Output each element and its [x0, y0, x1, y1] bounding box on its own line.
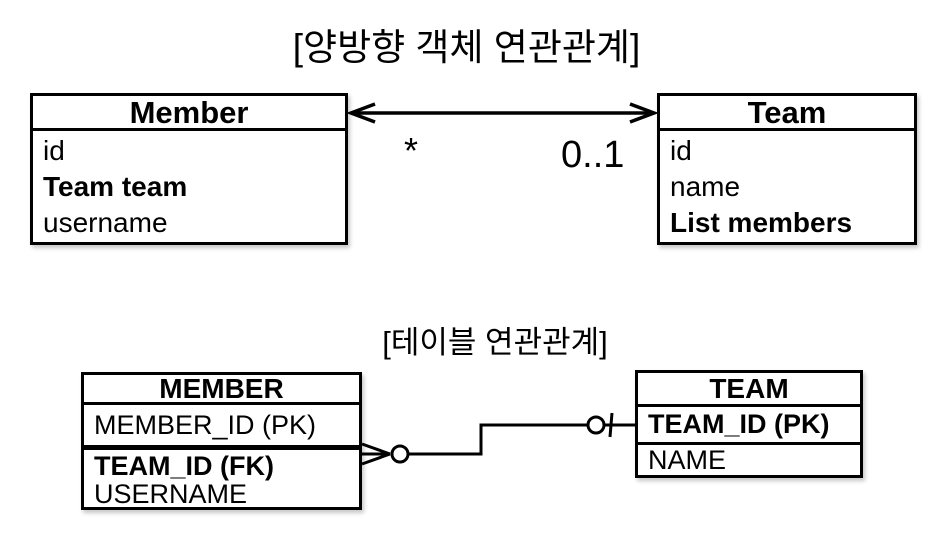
team-table-name: TEAM: [638, 373, 860, 407]
member-columns: TEAM_ID (FK) USERNAME: [84, 450, 359, 508]
member-pk-column: MEMBER_ID (PK): [84, 405, 359, 450]
zero-circle-icon: [586, 415, 606, 435]
connector-line: [408, 423, 588, 456]
team-table-box: TEAM TEAM_ID (PK) NAME: [635, 370, 863, 478]
team-class-name: Team: [660, 96, 914, 131]
member-table-name: MEMBER: [84, 375, 359, 405]
team-pk-column: TEAM_ID (PK): [638, 407, 860, 445]
member-class-box: Member id Team team username: [30, 93, 348, 245]
class-field-name: name: [670, 171, 741, 202]
zero-circle-icon: [390, 444, 410, 464]
member-class-fields: id Team team username: [33, 131, 345, 241]
fk-relationship-connector: [361, 412, 637, 466]
crow-foot-many-icon: [361, 442, 391, 466]
class-field-members-ref: List members: [670, 207, 853, 238]
team-class-fields: id name List members: [660, 131, 914, 241]
arrowhead-right-icon: [629, 102, 659, 124]
team-class-box: Team id name List members: [657, 93, 917, 245]
class-field-id: id: [670, 135, 692, 166]
class-field-username: username: [43, 207, 168, 238]
team-name-column: NAME: [648, 445, 727, 475]
member-fk-column: TEAM_ID (FK): [94, 451, 274, 481]
one-bar-icon: [608, 412, 614, 438]
member-class-name: Member: [33, 96, 345, 131]
class-field-team-ref: Team team: [43, 171, 188, 202]
member-table-box: MEMBER MEMBER_ID (PK) TEAM_ID (FK) USERN…: [81, 372, 362, 510]
member-username-column: USERNAME: [94, 479, 248, 509]
arrowhead-left-icon: [346, 102, 376, 124]
multiplicity-many-label: *: [404, 130, 419, 171]
class-field-id: id: [43, 135, 65, 166]
multiplicity-zero-or-one-label: 0..1: [561, 134, 625, 176]
table-diagram-title: [테이블 연관관계]: [382, 325, 608, 360]
bidirectional-arrow: [346, 102, 659, 124]
object-diagram-title: [양방향 객체 연관관계]: [292, 27, 641, 68]
